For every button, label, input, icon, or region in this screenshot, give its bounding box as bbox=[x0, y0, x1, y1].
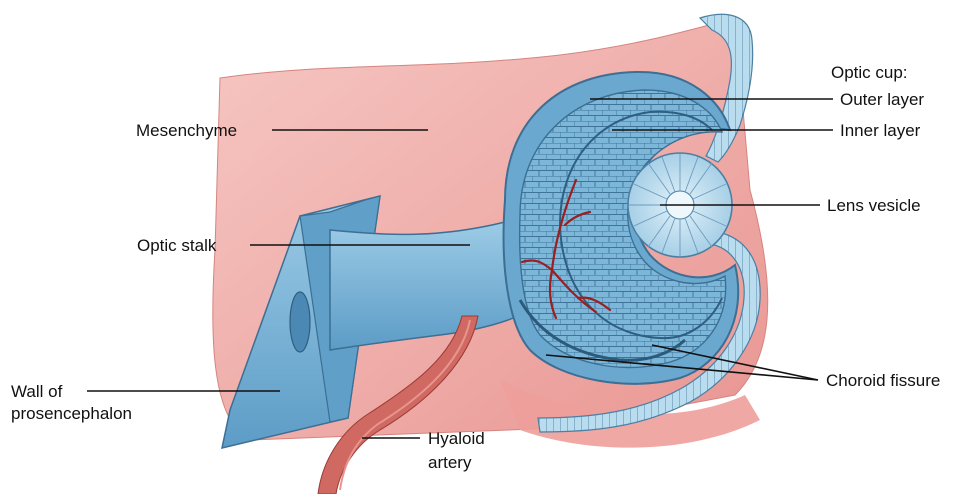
optic-stalk-opening bbox=[290, 292, 310, 352]
wall-label-line2: prosencephalon bbox=[11, 403, 132, 424]
outer-layer-label: Outer layer bbox=[840, 89, 924, 110]
mesenchyme-label: Mesenchyme bbox=[136, 120, 237, 141]
lens-vesicle-label: Lens vesicle bbox=[827, 195, 921, 216]
hyaloid-label-line1: Hyaloid bbox=[428, 428, 485, 449]
choroid-fissure-label: Choroid fissure bbox=[826, 370, 940, 391]
hyaloid-label-line2: artery bbox=[428, 452, 471, 473]
optic-stalk-label: Optic stalk bbox=[137, 235, 216, 256]
inner-layer-label: Inner layer bbox=[840, 120, 920, 141]
wall-label-line1: Wall of bbox=[11, 381, 62, 402]
optic-cup-heading: Optic cup: bbox=[831, 62, 908, 83]
